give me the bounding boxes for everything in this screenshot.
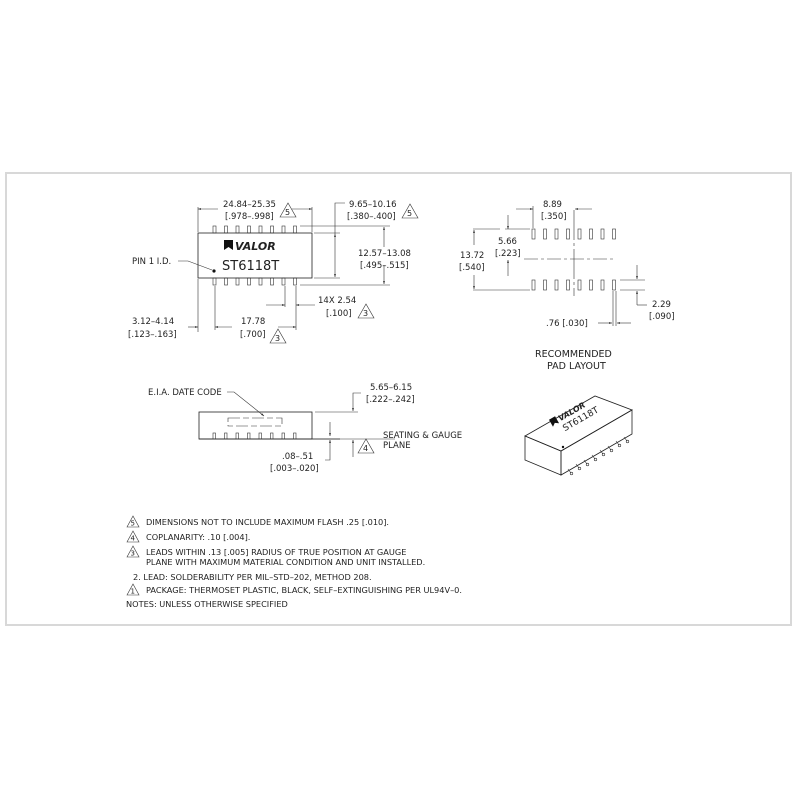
svg-text:.76 [.030]: .76 [.030]	[546, 319, 588, 329]
note-2: 2. LEAD: SOLDERABILITY PER MIL–STD–202, …	[133, 572, 372, 582]
svg-text:VALOR: VALOR	[235, 240, 276, 253]
svg-text:5.66: 5.66	[498, 237, 517, 247]
svg-text:PLANE WITH MAXIMUM MATERIAL CO: PLANE WITH MAXIMUM MATERIAL CONDITION AN…	[146, 557, 425, 567]
isometric-view: VALOR ST6118T	[524, 395, 633, 476]
svg-text:[.003–.020]: [.003–.020]	[270, 464, 319, 474]
svg-text:3: 3	[275, 334, 280, 343]
svg-text:5: 5	[285, 208, 290, 217]
svg-text:[.380–.400]: [.380–.400]	[347, 212, 396, 222]
note-1: PACKAGE: THERMOSET PLASTIC, BLACK, SELF–…	[146, 585, 462, 595]
svg-text:8.89: 8.89	[543, 200, 562, 210]
svg-text:5: 5	[131, 520, 135, 528]
svg-text:[.495–.515]: [.495–.515]	[360, 261, 409, 271]
valor-logo-icon: VALOR	[224, 240, 276, 253]
pin1-dot	[212, 269, 216, 273]
svg-text:SEATING & GAUGE: SEATING & GAUGE	[383, 431, 462, 441]
svg-text:.08–.51: .08–.51	[282, 452, 313, 462]
notes-header: NOTES: UNLESS OTHERWISE SPECIFIED	[126, 599, 288, 609]
svg-text:[.350]: [.350]	[541, 212, 567, 222]
date-code-box	[227, 417, 283, 427]
svg-text:17.78: 17.78	[241, 317, 265, 327]
svg-text:9.65–10.16: 9.65–10.16	[349, 200, 397, 210]
svg-text:[.123–.163]: [.123–.163]	[128, 330, 177, 340]
pad-layout-title: RECOMMENDED	[535, 349, 612, 360]
svg-text:2.29: 2.29	[652, 300, 671, 310]
svg-text:[.978–.998]: [.978–.998]	[225, 212, 274, 222]
svg-text:[.100]: [.100]	[326, 309, 352, 319]
top-view: VALOR ST6118T PIN 1 I.D. 24.84–25.35 [.9…	[128, 200, 419, 344]
drawing-frame	[5, 172, 792, 626]
svg-text:PLANE: PLANE	[383, 441, 411, 451]
side-pins	[212, 432, 297, 440]
notes-block: 5 DIMENSIONS NOT TO INCLUDE MAXIMUM FLAS…	[126, 515, 462, 609]
part-number: ST6118T	[222, 259, 279, 274]
svg-text:[.223]: [.223]	[495, 249, 521, 259]
pad-layout: 8.89 [.350] 5.66 [.223] 13.72 [.540] 2.2…	[459, 200, 675, 372]
note-4: COPLANARITY: .10 [.004].	[146, 532, 250, 542]
svg-text:14X 2.54: 14X 2.54	[318, 296, 356, 306]
svg-text:1: 1	[131, 588, 135, 596]
svg-text:4: 4	[131, 535, 136, 543]
side-body-outline	[198, 411, 313, 440]
note-3: LEADS WITHIN .13 [.005] RADIUS OF TRUE P…	[146, 547, 406, 557]
package-body-outline	[197, 232, 313, 279]
svg-text:12.57–13.08: 12.57–13.08	[358, 249, 411, 259]
svg-text:[.700]: [.700]	[240, 330, 266, 340]
svg-text:PAD LAYOUT: PAD LAYOUT	[547, 361, 606, 372]
svg-text:[.090]: [.090]	[649, 312, 675, 322]
svg-text:4: 4	[363, 444, 368, 453]
note-5: DIMENSIONS NOT TO INCLUDE MAXIMUM FLASH …	[146, 517, 389, 527]
svg-text:[.222–.242]: [.222–.242]	[366, 395, 415, 405]
svg-text:24.84–25.35: 24.84–25.35	[223, 200, 276, 210]
side-view: E.I.A. DATE CODE 5.65–6.15 [.222–.242] .…	[148, 383, 462, 474]
svg-text:5.65–6.15: 5.65–6.15	[370, 383, 412, 393]
svg-text:3.12–4.14: 3.12–4.14	[132, 317, 174, 327]
svg-text:13.72: 13.72	[460, 251, 484, 261]
date-code-label: E.I.A. DATE CODE	[148, 388, 222, 398]
pad-row-top	[531, 228, 616, 240]
pin1-label: PIN 1 I.D.	[132, 257, 171, 267]
svg-text:5: 5	[407, 209, 412, 218]
svg-text:[.540]: [.540]	[459, 263, 485, 273]
svg-text:3: 3	[131, 550, 135, 558]
svg-text:3: 3	[363, 309, 368, 318]
bottom-pins	[212, 277, 297, 286]
top-pins	[212, 225, 297, 234]
pad-row-bottom	[531, 279, 616, 291]
